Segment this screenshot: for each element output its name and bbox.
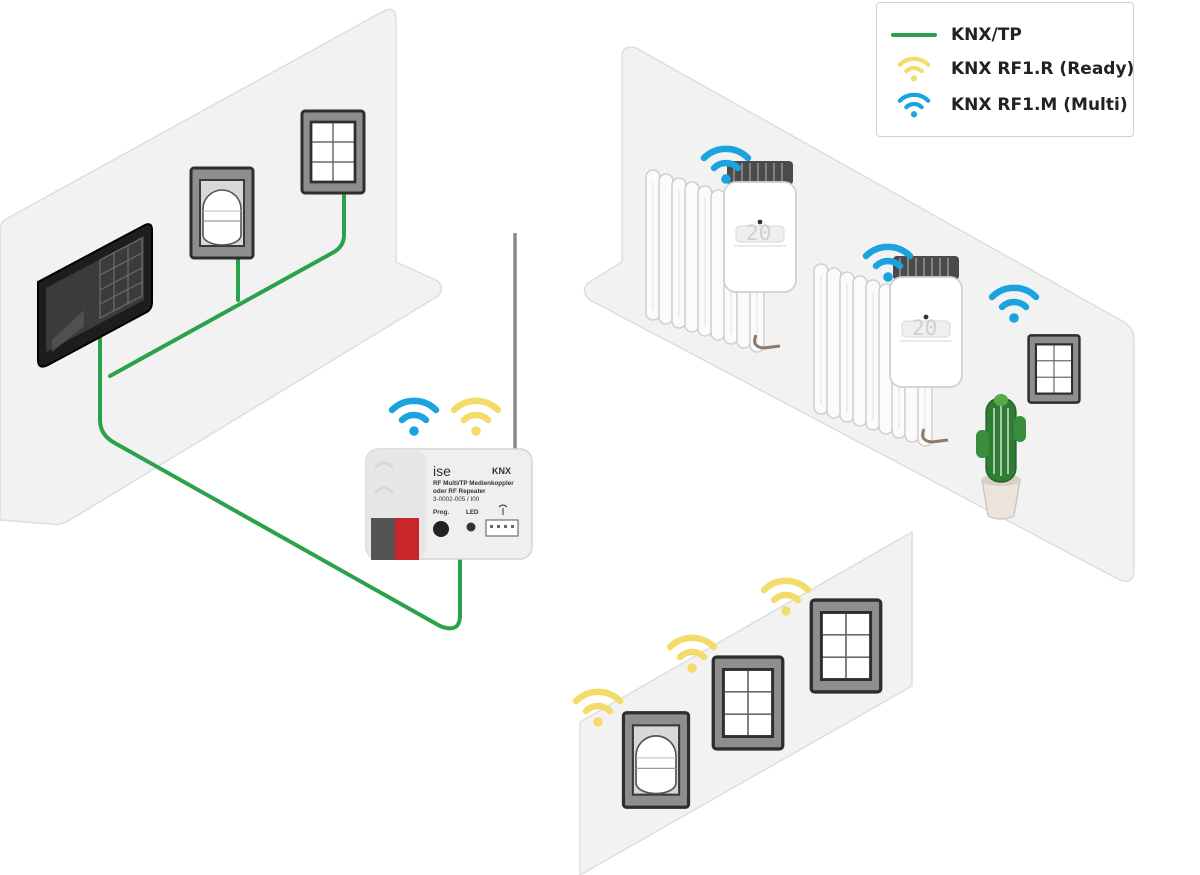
legend-label-rf-ready: KNX RF1.R (Ready) xyxy=(951,59,1135,79)
motion-sensor-left xyxy=(189,166,255,260)
coupler-prog-button xyxy=(433,521,449,537)
push-button-right xyxy=(1027,334,1081,404)
coupler-brand: ise xyxy=(433,463,451,479)
motion-sensor-front xyxy=(621,711,691,809)
cactus-plant xyxy=(976,394,1026,520)
knx-tp-bus-lines xyxy=(98,193,462,631)
thermostat-2: 20 xyxy=(889,255,963,388)
thermostat-1: 20 xyxy=(723,160,797,293)
coupler-led xyxy=(466,522,476,532)
coupler-title-line2: oder RF Repeater xyxy=(433,488,486,495)
legend-label-rf-multi: KNX RF1.M (Multi) xyxy=(951,95,1128,115)
legend-item-rf-ready: KNX RF1.R (Ready) xyxy=(891,55,1134,83)
blue-wifi-icon xyxy=(891,91,937,119)
coupler-prog-label: Prog. xyxy=(433,509,449,516)
green-line-icon xyxy=(891,21,937,49)
coupler-led-label: LED xyxy=(466,509,479,516)
coupler-title-line1: RF Multi/TP Medienkoppler xyxy=(433,480,514,487)
thermostat-1-display: 20 xyxy=(746,221,771,245)
thermostat-2-display: 20 xyxy=(912,316,937,340)
coupler-antenna-icon xyxy=(498,504,508,515)
push-button-front-1 xyxy=(711,655,785,751)
push-button-front-2 xyxy=(809,598,883,694)
legend-item-rf-multi: KNX RF1.M (Multi) xyxy=(891,91,1128,119)
rf-tp-coupler: ise KNX RF Multi/TP Medienkoppler oder R… xyxy=(365,233,533,560)
legend-item-knx-tp: KNX/TP xyxy=(891,21,1022,49)
yellow-wifi-icon xyxy=(891,55,937,83)
rf-ready-coupler-icon xyxy=(454,401,498,436)
push-button-left xyxy=(300,109,366,195)
touch-panel xyxy=(37,223,153,368)
legend-label-knx-tp: KNX/TP xyxy=(951,25,1022,45)
coupler-knx-logo: KNX xyxy=(492,466,511,476)
legend: KNX/TP KNX RF1.R (Ready) KNX RF1.M (Mult… xyxy=(876,2,1134,137)
coupler-article: 3-0002-005 / I00 xyxy=(433,496,480,503)
rf-multi-coupler-icon xyxy=(392,401,436,436)
